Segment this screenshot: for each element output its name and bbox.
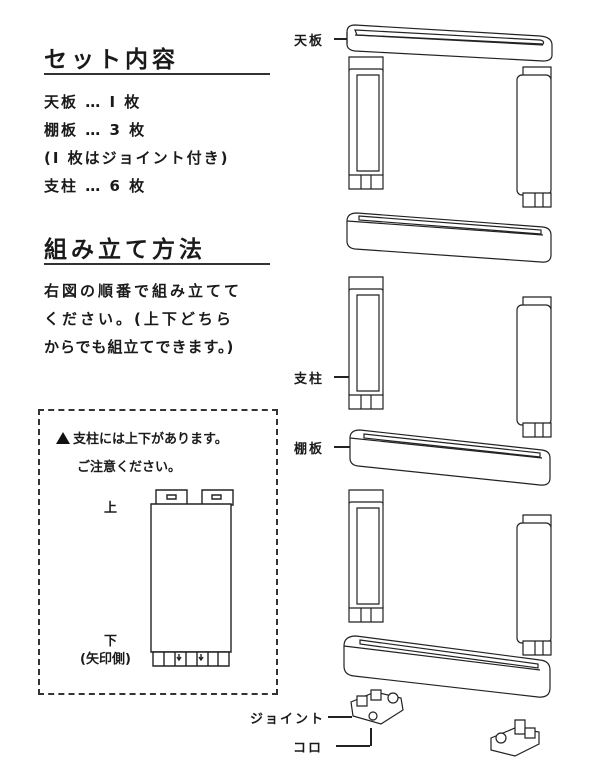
joint-caster-drawing xyxy=(345,680,410,730)
notice-line-1: 支柱には上下があります。 xyxy=(56,428,228,447)
tab-slot xyxy=(212,495,221,499)
arrow-side-note: (矢印側) xyxy=(80,652,131,667)
bottom-label: 下 xyxy=(104,634,118,649)
list-item: 支柱 … 6 枚 xyxy=(44,177,147,195)
list-item: (I 枚はジョイント付き) xyxy=(44,149,230,167)
heading-rule xyxy=(44,263,270,265)
label-pillar: 支柱 xyxy=(294,372,325,387)
pillar-left-frame xyxy=(347,55,387,193)
notice-line-2: ご注意ください。 xyxy=(77,460,182,475)
bottom-tabs xyxy=(153,652,229,666)
shelf-board-drawing xyxy=(348,424,553,488)
leader-line xyxy=(334,38,352,40)
tab-slot xyxy=(167,495,176,499)
leader-line xyxy=(334,446,354,448)
bottom-shelf-drawing xyxy=(342,628,554,700)
pillar-right-panel xyxy=(515,295,555,440)
label-joint: ジョイント xyxy=(250,712,326,727)
list-item: 棚板 … 3 枚 xyxy=(44,121,147,139)
heading-rule xyxy=(44,73,270,75)
label-shelf-board: 棚板 xyxy=(294,442,325,457)
assembly-heading: 組み立て方法 xyxy=(44,237,206,263)
list-item: 天板 … I 枚 xyxy=(44,93,142,111)
leader-line xyxy=(334,376,354,378)
top-board-drawing xyxy=(345,20,555,65)
arrow-down-icon xyxy=(177,654,181,660)
pillar-orientation-diagram xyxy=(150,490,235,670)
notice-text: 支柱には上下があります。 xyxy=(73,432,228,447)
pillar-left-frame xyxy=(347,275,387,415)
caster-drawing xyxy=(485,710,545,760)
pillar-body xyxy=(151,504,231,652)
leader-line xyxy=(370,728,372,746)
warning-triangle-icon xyxy=(56,432,70,444)
pillar-right-panel xyxy=(515,65,555,210)
set-contents-list: 天板 … I 枚 棚板 … 3 枚 (I 枚はジョイント付き) 支柱 … 6 枚 xyxy=(44,88,230,200)
assembly-instructions: 右図の順番で組み立てて ください。(上下どちら からでも組立てできます。) xyxy=(44,277,242,361)
arrow-down-icon xyxy=(199,654,203,660)
top-label: 上 xyxy=(104,501,118,516)
set-contents-heading: セット内容 xyxy=(44,47,179,73)
leader-line xyxy=(336,745,370,747)
shelf-board-drawing xyxy=(345,207,555,265)
notice-box xyxy=(38,409,278,695)
label-top-board: 天板 xyxy=(294,34,325,49)
instruction-line: ください。(上下どちら xyxy=(44,310,234,328)
pillar-right-panel xyxy=(515,513,555,658)
leader-line xyxy=(328,716,352,718)
instruction-line: からでも組立てできます。) xyxy=(44,338,235,356)
instruction-line: 右図の順番で組み立てて xyxy=(44,282,243,300)
label-caster: コロ xyxy=(293,741,324,756)
pillar-left-frame xyxy=(347,488,387,628)
